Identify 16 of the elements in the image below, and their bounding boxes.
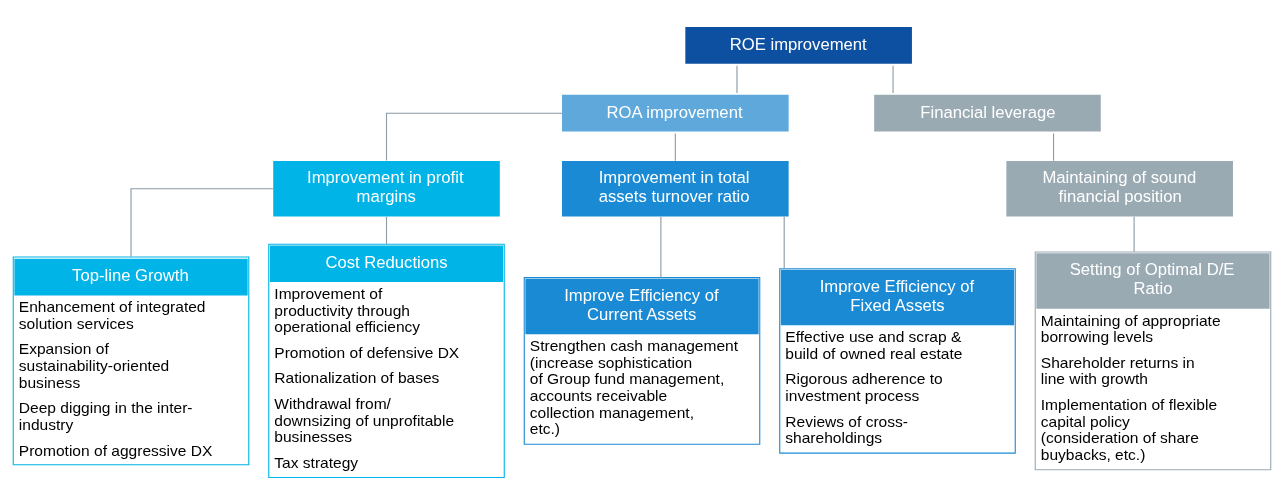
node-box: Financial leverage bbox=[874, 94, 1101, 132]
connector bbox=[660, 215, 662, 278]
node-box: ROA improvement bbox=[562, 94, 789, 132]
connector bbox=[674, 132, 676, 161]
node-box: Improvement in profit margins bbox=[273, 160, 500, 216]
node-box: Improvement in total assets turnover ratio bbox=[562, 160, 789, 216]
connector bbox=[130, 187, 274, 257]
node-box: ROE improvement bbox=[685, 26, 912, 64]
connector bbox=[385, 215, 388, 244]
connector bbox=[385, 112, 563, 161]
connector bbox=[1133, 215, 1135, 252]
connector bbox=[892, 64, 894, 93]
connector bbox=[783, 215, 785, 269]
connector bbox=[736, 64, 738, 93]
connector bbox=[1053, 132, 1055, 161]
node-box: Maintaining of sound financial position bbox=[1006, 160, 1233, 216]
